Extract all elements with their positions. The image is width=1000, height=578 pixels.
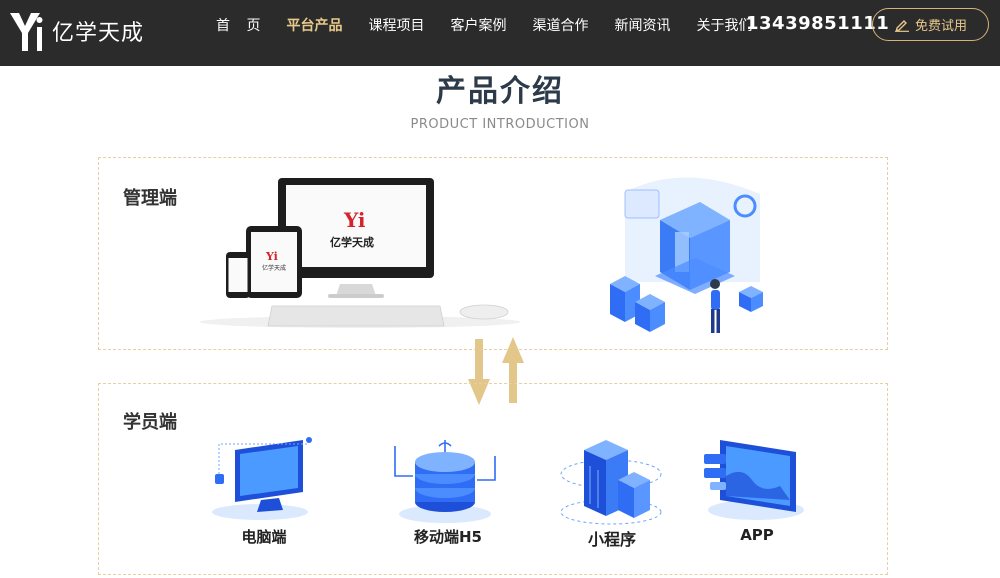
app-screens-icon <box>704 440 804 520</box>
nav-home[interactable]: 首 页 <box>216 18 267 34</box>
tablet-brand-text: 亿学天成 <box>262 265 287 272</box>
sync-arrows-icon <box>468 337 524 405</box>
desktop-monitor-icon <box>212 437 312 520</box>
server-isometric-illustration <box>610 177 763 333</box>
buildings-icon <box>560 440 662 525</box>
admin-label: 管理端 <box>123 188 177 209</box>
nav-about-us[interactable]: 关于我们 <box>696 18 753 34</box>
student-label: 学员端 <box>123 412 177 433</box>
edit-pen-icon <box>894 19 909 32</box>
contact-phone: 13439851111 <box>746 13 890 34</box>
nav-platform-products[interactable]: 平台产品 <box>286 18 343 34</box>
brand-name: 亿学天成 <box>52 21 145 46</box>
nav-news[interactable]: 新闻资讯 <box>614 18 671 34</box>
brand-logo[interactable]: 亿学天成 <box>8 6 144 56</box>
monitor-brand-text: 亿学天成 <box>330 236 374 249</box>
nav-course-projects[interactable]: 课程项目 <box>368 18 425 34</box>
tablet-brand-logo: Yi <box>266 250 278 263</box>
yi-logo-icon <box>10 13 43 51</box>
client-label-desktop: 电脑端 <box>241 528 287 546</box>
free-trial-button[interactable]: 免费试用 <box>872 8 989 41</box>
top-nav-bar: 亿学天成 首 页 平台产品 课程项目 客户案例 渠道合作 新闻资讯 关于我们 1… <box>0 0 1000 66</box>
section-title: 产品介绍 <box>436 74 564 109</box>
client-label-mobile-h5: 移动端H5 <box>414 528 482 546</box>
client-label-app: APP <box>740 526 774 544</box>
section-subtitle: PRODUCT INTRODUCTION <box>410 117 590 132</box>
nav-channel-partners[interactable]: 渠道合作 <box>532 18 589 34</box>
multi-device-illustration <box>200 178 520 328</box>
monitor-brand-logo: Yi <box>344 208 366 232</box>
main-nav: 首 页 平台产品 课程项目 客户案例 渠道合作 新闻资讯 关于我们 <box>216 0 778 50</box>
database-stack-icon <box>394 440 496 523</box>
admin-panel: 管理端 <box>98 157 888 350</box>
student-panel: 学员端 <box>98 383 888 575</box>
nav-customer-cases[interactable]: 客户案例 <box>450 18 507 34</box>
client-label-mini-program: 小程序 <box>587 530 636 549</box>
free-trial-label: 免费试用 <box>914 19 967 34</box>
